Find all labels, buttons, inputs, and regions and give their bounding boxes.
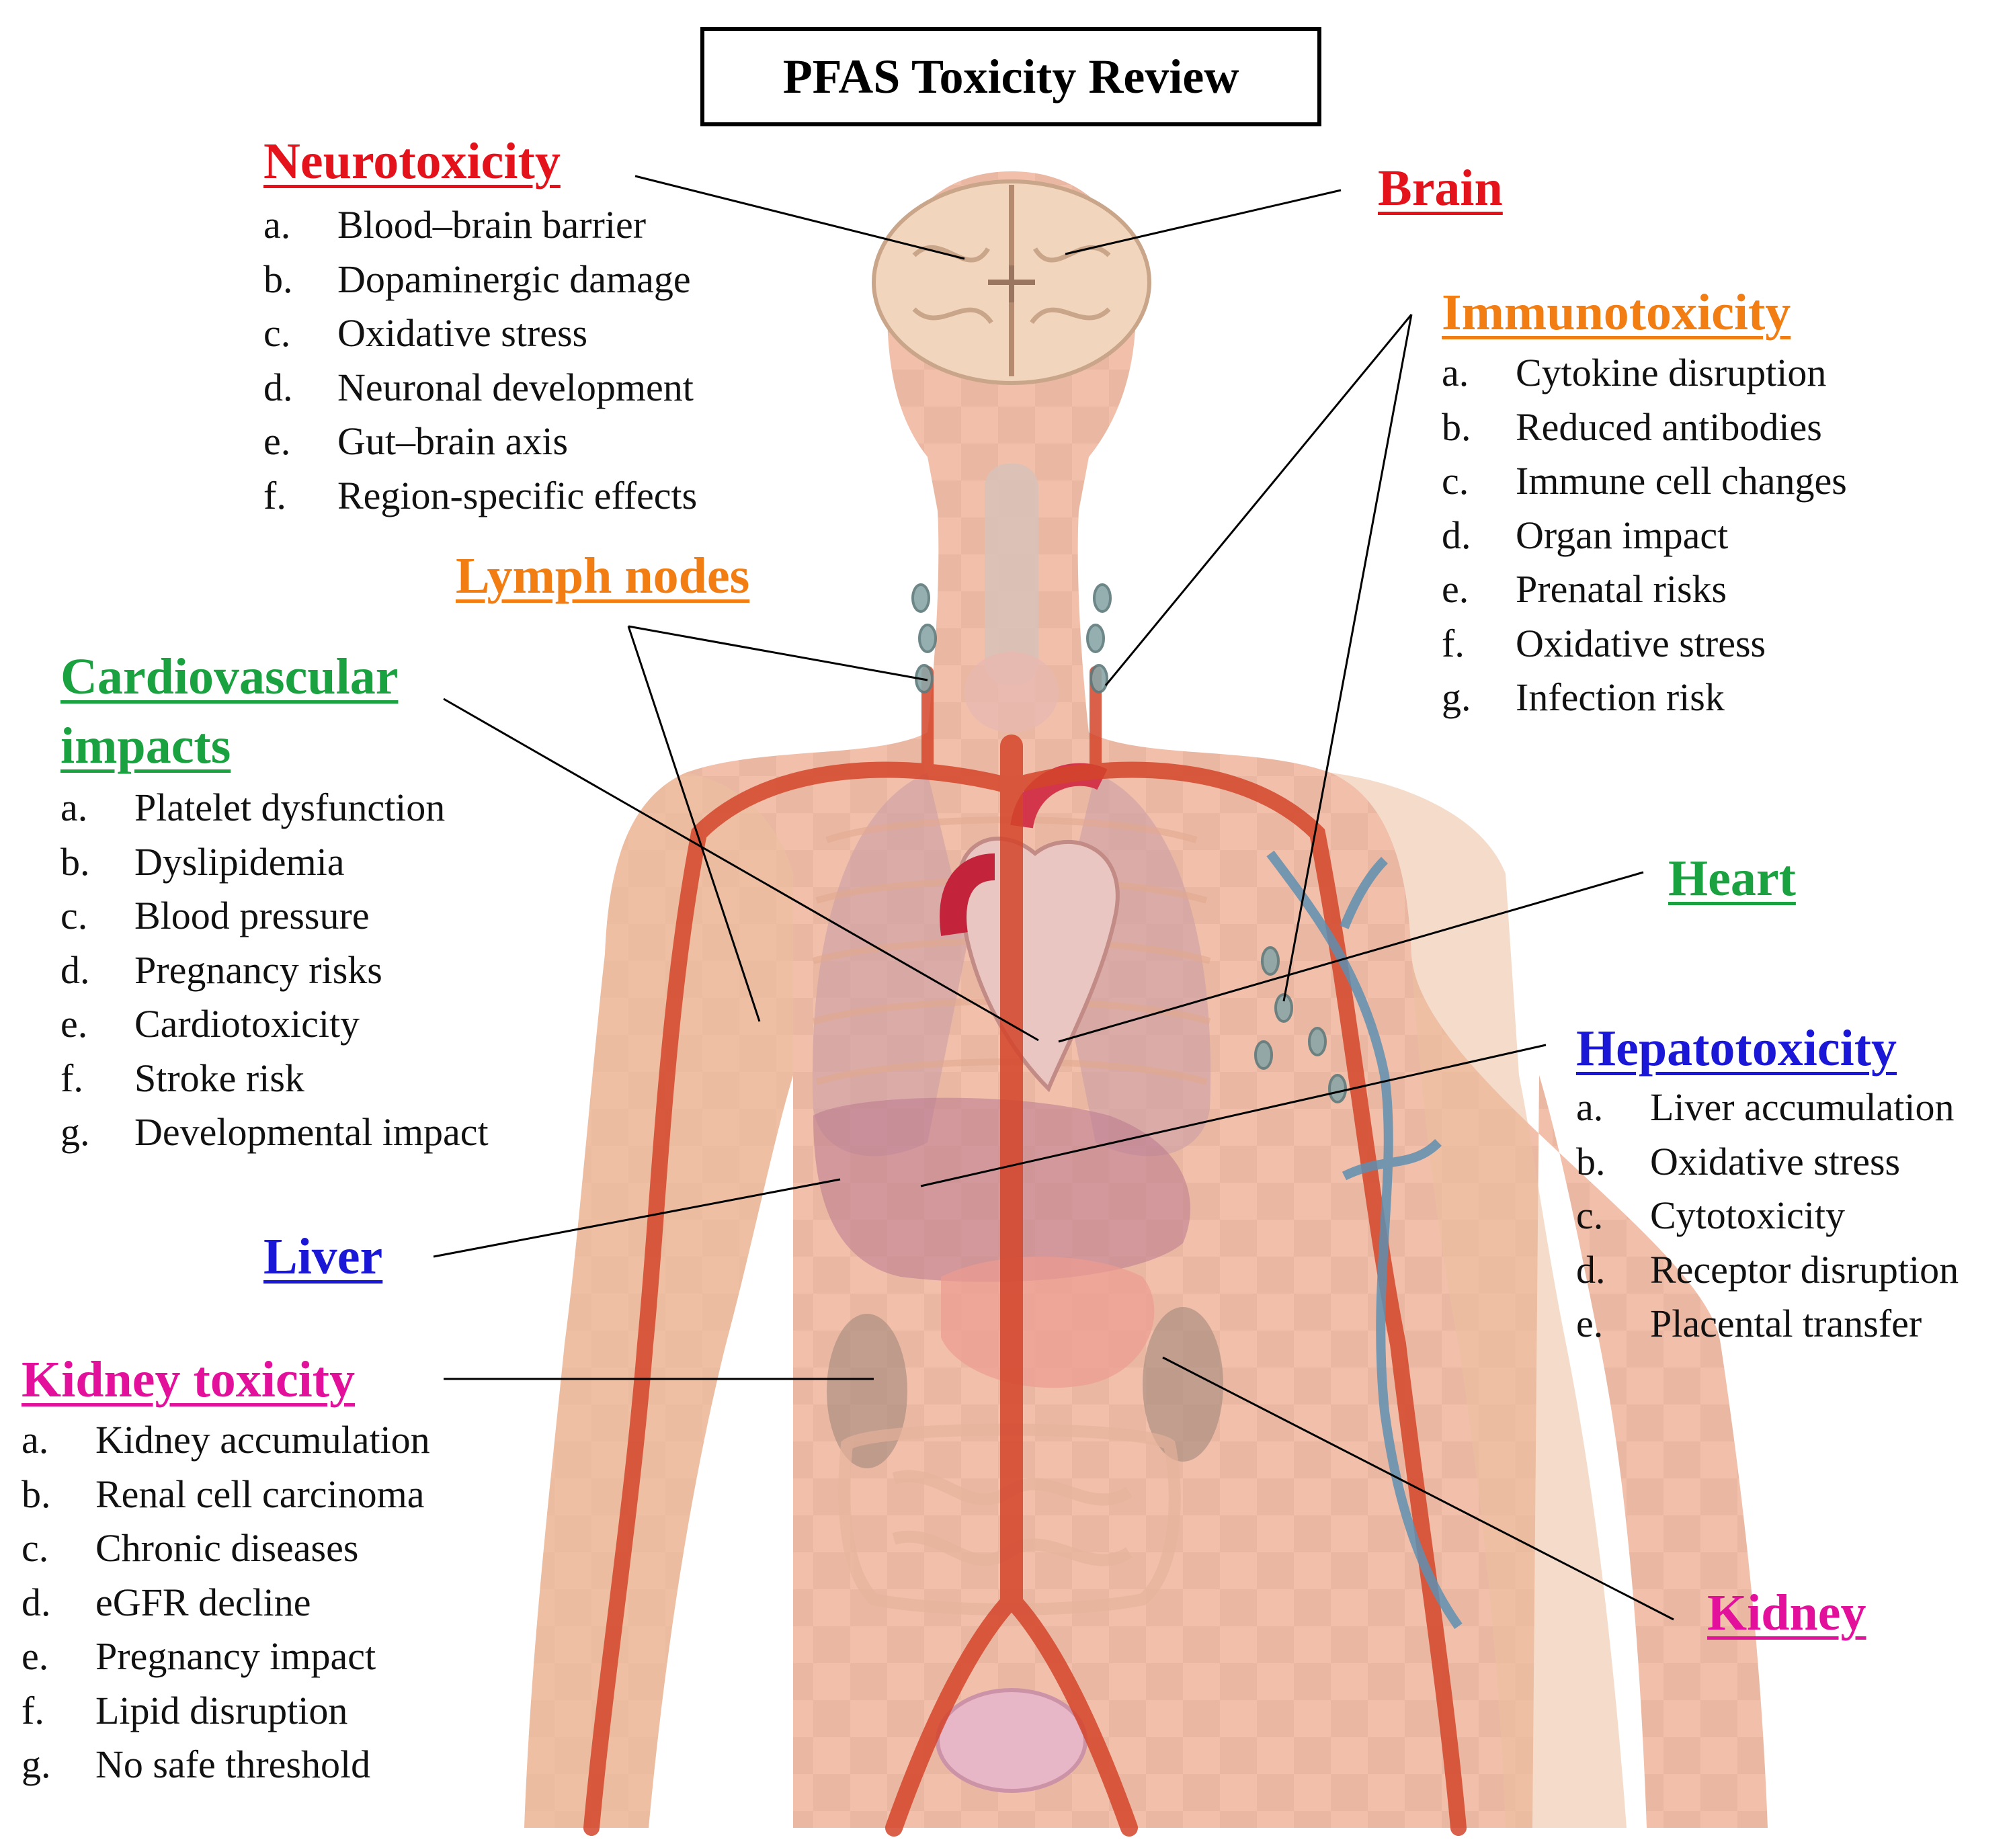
pointer-hepato — [920, 1044, 1547, 1187]
cardiovascular-list: a.Platelet dysfunction b.Dyslipidemia c.… — [60, 781, 489, 1160]
list-item: d.Neuronal development — [263, 365, 694, 409]
list-item: e.Cardiotoxicity — [60, 1002, 360, 1046]
list-item: c.Cytotoxicity — [1576, 1193, 1845, 1237]
lymph-nodes-label: Lymph nodes — [456, 548, 750, 604]
figure-title: PFAS Toxicity Review — [782, 49, 1239, 103]
list-item: e.Prenatal risks — [1442, 567, 1727, 611]
bladder — [936, 1688, 1087, 1793]
list-item: d.Pregnancy risks — [60, 948, 382, 992]
list-item: f.Lipid disruption — [22, 1688, 348, 1732]
pointer-immuno-axilla — [1282, 314, 1413, 1002]
kidney-toxicity-heading: Kidney toxicity — [22, 1351, 356, 1408]
pointer-liver — [433, 1178, 841, 1258]
neurotoxicity-list: a.Blood–brain barrier b.Dopaminergic dam… — [263, 198, 697, 523]
pointer-lines — [433, 175, 1674, 1621]
trachea — [985, 464, 1038, 685]
arteries — [583, 666, 1467, 1837]
neurotoxicity-heading: Neurotoxicity — [263, 133, 561, 190]
list-item: b.Dyslipidemia — [60, 839, 345, 884]
list-item: f.Region-specific effects — [263, 473, 698, 517]
list-item: d.Organ impact — [1442, 513, 1729, 557]
kidney-label: Kidney — [1707, 1585, 1866, 1641]
stomach-organ — [941, 1257, 1155, 1388]
pointer-immuno-neck — [1104, 314, 1413, 686]
brain-organ — [872, 179, 1151, 385]
pointer-lymph-neck — [628, 625, 928, 681]
list-item: b.Dopaminergic damage — [263, 257, 691, 301]
immunotoxicity-heading: Immunotoxicity — [1442, 284, 1791, 341]
list-item: b.Oxidative stress — [1576, 1139, 1901, 1183]
pointer-kidney — [1162, 1356, 1674, 1621]
pointer-brain — [1065, 189, 1342, 255]
list-item: c.Oxidative stress — [263, 311, 588, 355]
pointer-cardio — [443, 698, 1039, 1042]
cardiovascular-heading-line1: Cardiovascular — [60, 648, 399, 705]
cardiovascular-heading-line2: impacts — [60, 718, 231, 774]
kidney-toxicity-list: a.Kidney accumulation b.Renal cell carci… — [22, 1413, 430, 1792]
list-item: a.Kidney accumulation — [22, 1418, 430, 1462]
lung-left — [812, 773, 968, 1157]
lymph-node-clusters — [911, 583, 1347, 1103]
list-item: e.Gut–brain axis — [263, 419, 569, 463]
immunotoxicity-list: a.Cytokine disruption b.Reduced antibodi… — [1442, 346, 1847, 725]
list-item: a.Platelet dysfunction — [60, 786, 446, 829]
list-item: g.Infection risk — [1442, 675, 1725, 719]
list-item: e.Pregnancy impact — [22, 1634, 376, 1678]
list-item: b.Renal cell carcinoma — [22, 1472, 425, 1516]
list-item: g.Developmental impact — [60, 1110, 489, 1154]
hepatotoxicity-list: a.Liver accumulation b.Oxidative stress … — [1576, 1081, 1959, 1351]
pointer-neurotoxicity — [634, 175, 965, 260]
right-arm — [1331, 773, 1627, 1828]
list-item: a.Cytokine disruption — [1442, 351, 1827, 394]
list-item: g.No safe threshold — [22, 1742, 371, 1786]
list-item: d.Receptor disruption — [1576, 1247, 1959, 1292]
heart-label: Heart — [1668, 850, 1796, 907]
left-arm — [524, 773, 793, 1828]
veins — [1266, 850, 1463, 1630]
pointer-heart — [1058, 871, 1644, 1043]
list-item: a.Blood–brain barrier — [263, 203, 647, 247]
list-item: b.Reduced antibodies — [1442, 405, 1822, 449]
list-item: a.Liver accumulation — [1576, 1085, 1955, 1129]
liver-label: Liver — [263, 1228, 383, 1285]
list-item: d.eGFR decline — [22, 1580, 311, 1624]
hepatotoxicity-heading: Hepatotoxicity — [1576, 1020, 1897, 1077]
list-item: f.Oxidative stress — [1442, 621, 1766, 665]
kidney-left — [827, 1314, 907, 1468]
list-item: c.Chronic diseases — [22, 1526, 359, 1570]
pointer-lymph-axilla — [627, 626, 761, 1022]
title-box: PFAS Toxicity Review — [700, 27, 1321, 126]
list-item: c.Blood pressure — [60, 894, 370, 937]
kidney-right — [1143, 1307, 1223, 1462]
list-item: e.Placental transfer — [1576, 1302, 1922, 1345]
brain-label: Brain — [1378, 160, 1503, 216]
list-item: f.Stroke risk — [60, 1056, 304, 1100]
list-item: c.Immune cell changes — [1442, 459, 1847, 503]
